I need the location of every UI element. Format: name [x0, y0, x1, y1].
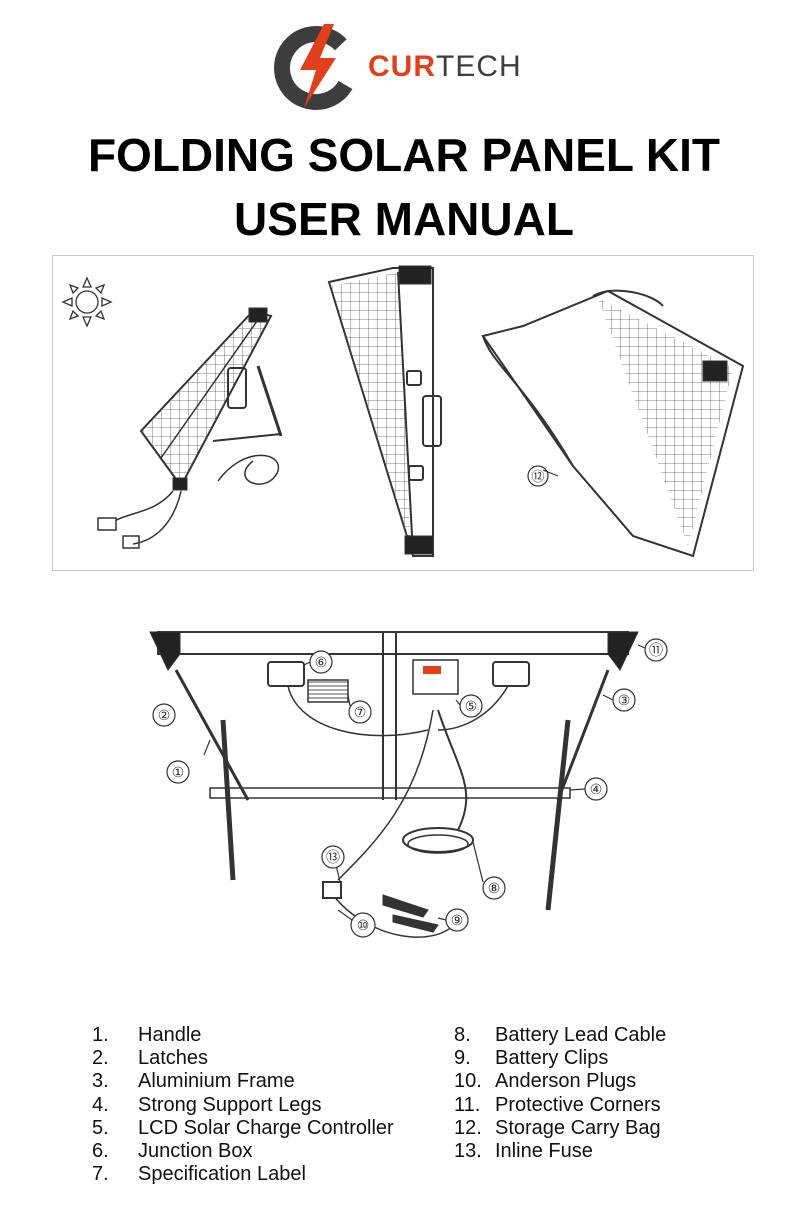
list-item: 4. Strong Support Legs	[92, 1094, 432, 1117]
callout-13: ⑬	[321, 845, 345, 883]
svg-text:⑧: ⑧	[488, 881, 501, 897]
list-item-label: Battery Clips	[495, 1047, 609, 1070]
brand-logo: CURTECH	[272, 20, 542, 112]
list-item: 5. LCD Solar Charge Controller	[92, 1117, 432, 1140]
callout-10: ⑩	[337, 909, 376, 938]
list-item-label: Protective Corners	[495, 1093, 661, 1116]
svg-text:⑬: ⑬	[326, 850, 340, 866]
list-item-number: 6.	[92, 1140, 109, 1163]
list-item-number: 13.	[454, 1140, 482, 1163]
list-item-number: 12.	[454, 1116, 482, 1139]
list-item-number: 9.	[454, 1047, 471, 1070]
list-item-label: Latches	[138, 1047, 209, 1070]
list-item: 12. Storage Carry Bag	[454, 1117, 774, 1140]
list-item-number: 11.	[454, 1093, 481, 1116]
list-item: 11. Protective Corners	[454, 1094, 774, 1117]
parts-diagram-illustration: ① ② ③ ④ ⑤ ⑥ ⑦ ⑧ ⑨ ⑩ ⑪ ⑬	[149, 631, 668, 938]
lightning-c-icon	[274, 24, 358, 110]
document-title: FOLDING SOLAR PANEL KIT	[87, 129, 721, 181]
list-item-label: LCD Solar Charge Controller	[138, 1116, 394, 1139]
callout-7: ⑦	[347, 694, 372, 724]
list-item-number: 3.	[92, 1070, 109, 1093]
list-item: 3. Aluminium Frame	[92, 1070, 432, 1093]
svg-text:②: ②	[158, 708, 171, 724]
list-item-label: Junction Box	[138, 1140, 253, 1163]
product-views-panel: ⑫	[52, 255, 754, 571]
product-views-illustration: ⑫	[61, 265, 745, 558]
callout-9: ⑨	[437, 908, 469, 932]
callout-12: ⑫	[531, 470, 544, 485]
callout-8: ⑧	[472, 841, 506, 900]
list-item-number: 8.	[454, 1024, 471, 1046]
diagram-callouts: ① ② ③ ④ ⑤ ⑥ ⑦ ⑧ ⑨ ⑩ ⑪ ⑬	[152, 638, 668, 938]
svg-text:⑥: ⑥	[315, 655, 328, 671]
callout-2: ②	[152, 703, 176, 727]
list-item-number: 10.	[454, 1070, 482, 1093]
svg-text:⑤: ⑤	[465, 699, 478, 715]
callout-11: ⑪	[637, 638, 668, 662]
brand-part1: CUR	[368, 50, 436, 83]
list-item-number: 1.	[92, 1024, 109, 1046]
svg-text:⑨: ⑨	[451, 913, 464, 929]
callout-5: ⑤	[455, 694, 483, 718]
svg-text:⑪: ⑪	[649, 643, 663, 659]
list-item-number: 2.	[92, 1047, 109, 1070]
list-item-label: Handle	[138, 1024, 202, 1046]
list-item: 7. Specification Label	[92, 1163, 432, 1186]
list-item-label: Battery Lead Cable	[495, 1024, 667, 1046]
list-item-number: 5.	[92, 1116, 109, 1139]
list-item: 10. Anderson Plugs	[454, 1070, 774, 1093]
list-item-label: Strong Support Legs	[138, 1093, 322, 1116]
list-item-label: Storage Carry Bag	[495, 1116, 661, 1139]
storage-bag-drawing: ⑫	[481, 289, 745, 558]
list-item-number: 4.	[92, 1093, 109, 1116]
svg-text:⑦: ⑦	[354, 705, 367, 721]
list-item-label: Specification Label	[138, 1163, 306, 1186]
callout-3: ③	[602, 688, 636, 712]
callout-1: ①	[166, 739, 211, 784]
list-item: 6. Junction Box	[92, 1140, 432, 1163]
svg-text:①: ①	[172, 765, 185, 781]
parts-list-left: 1. Handle 2. Latches 3. Aluminium Frame 4. S…	[92, 1024, 432, 1186]
brand-wordmark: CURTECH	[368, 50, 522, 84]
deployed-panel-drawing	[97, 307, 283, 549]
list-item-label: Anderson Plugs	[495, 1070, 637, 1093]
list-item-label: Inline Fuse	[495, 1140, 593, 1163]
list-item: 8. Battery Lead Cable	[454, 1024, 774, 1047]
svg-text:④: ④	[590, 782, 603, 798]
list-item: 9. Battery Clips	[454, 1047, 774, 1070]
sun-icon	[61, 276, 113, 328]
list-item-number: 7.	[92, 1163, 109, 1186]
parts-list-right: 8. Battery Lead Cable 9. Battery Clips 10.…	[454, 1024, 774, 1163]
folded-panel-drawing	[327, 265, 442, 557]
svg-text:⑩: ⑩	[357, 918, 370, 934]
list-item-label: Aluminium Frame	[138, 1070, 295, 1093]
callout-4: ④	[569, 777, 608, 801]
list-item: 13. Inline Fuse	[454, 1140, 774, 1163]
callout-6: ⑥	[303, 650, 333, 674]
document-subtitle: USER MANUAL	[234, 193, 574, 245]
list-item: 1. Handle	[92, 1024, 432, 1047]
parts-diagram: ① ② ③ ④ ⑤ ⑥ ⑦ ⑧ ⑨ ⑩ ⑪ ⑬	[138, 620, 668, 970]
list-item: 2. Latches	[92, 1047, 432, 1070]
svg-text:③: ③	[618, 693, 631, 709]
brand-part2: TECH	[436, 50, 522, 83]
